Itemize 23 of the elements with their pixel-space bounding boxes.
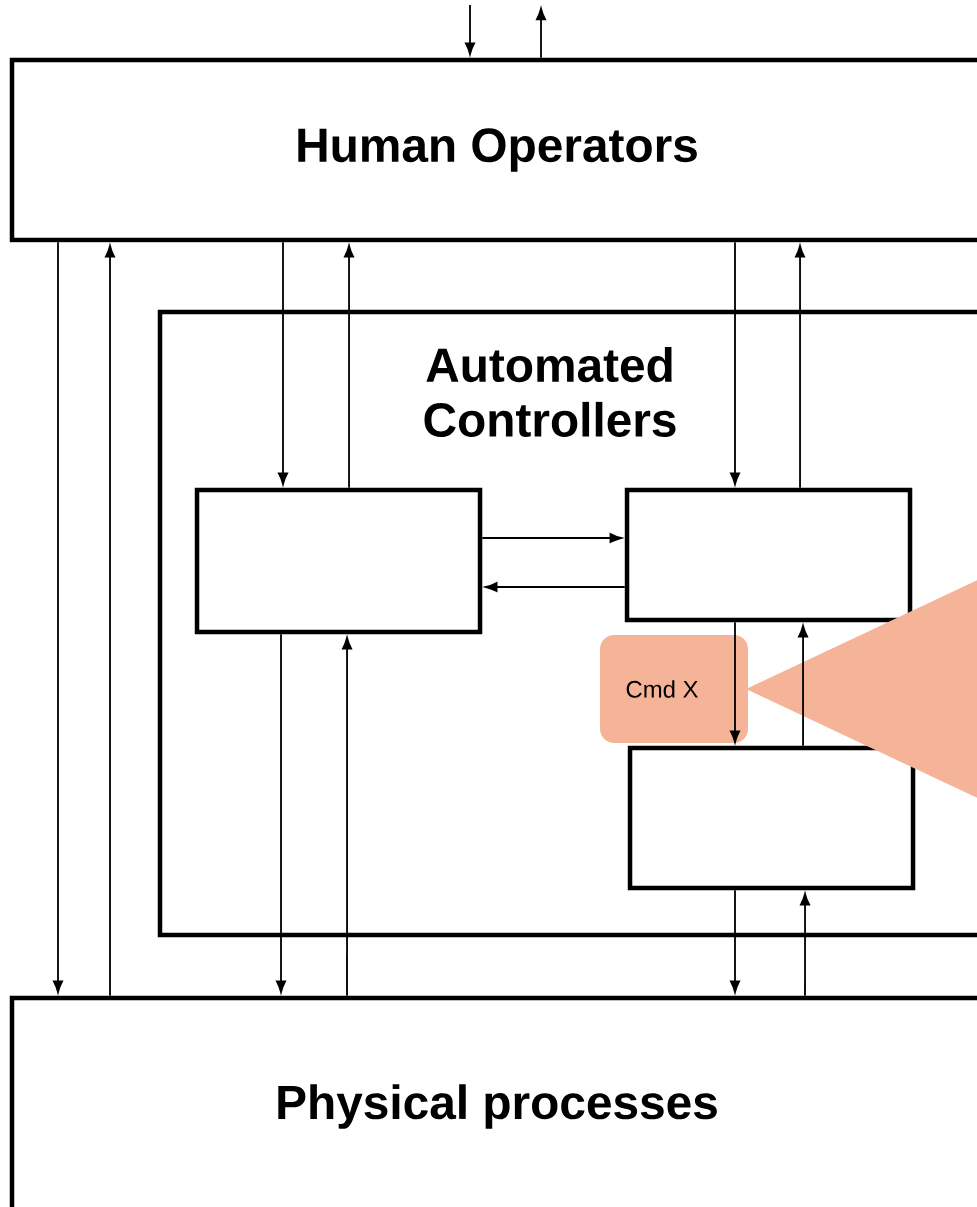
arrow [485,582,626,592]
arrow [53,241,63,993]
callout: Cmd X [600,574,977,804]
arrow [730,621,740,743]
arrow [344,245,354,489]
arrow [800,893,810,997]
group-heading: Automated Controllers [424,347,676,437]
process-box: Physical processes [9,995,977,1207]
arrow [276,633,286,993]
arrow [798,625,808,747]
arrow [536,7,546,59]
arrow [342,637,352,997]
arrow [278,241,288,485]
arrow [730,241,740,485]
arrow [105,245,115,997]
controller-box [194,487,483,635]
operator-box: Human Operators [9,57,977,243]
arrow [730,889,740,993]
controller-box [624,487,913,623]
arrow [795,245,805,489]
controller-box [627,745,916,891]
arrow [465,4,475,55]
arrow [481,533,622,543]
